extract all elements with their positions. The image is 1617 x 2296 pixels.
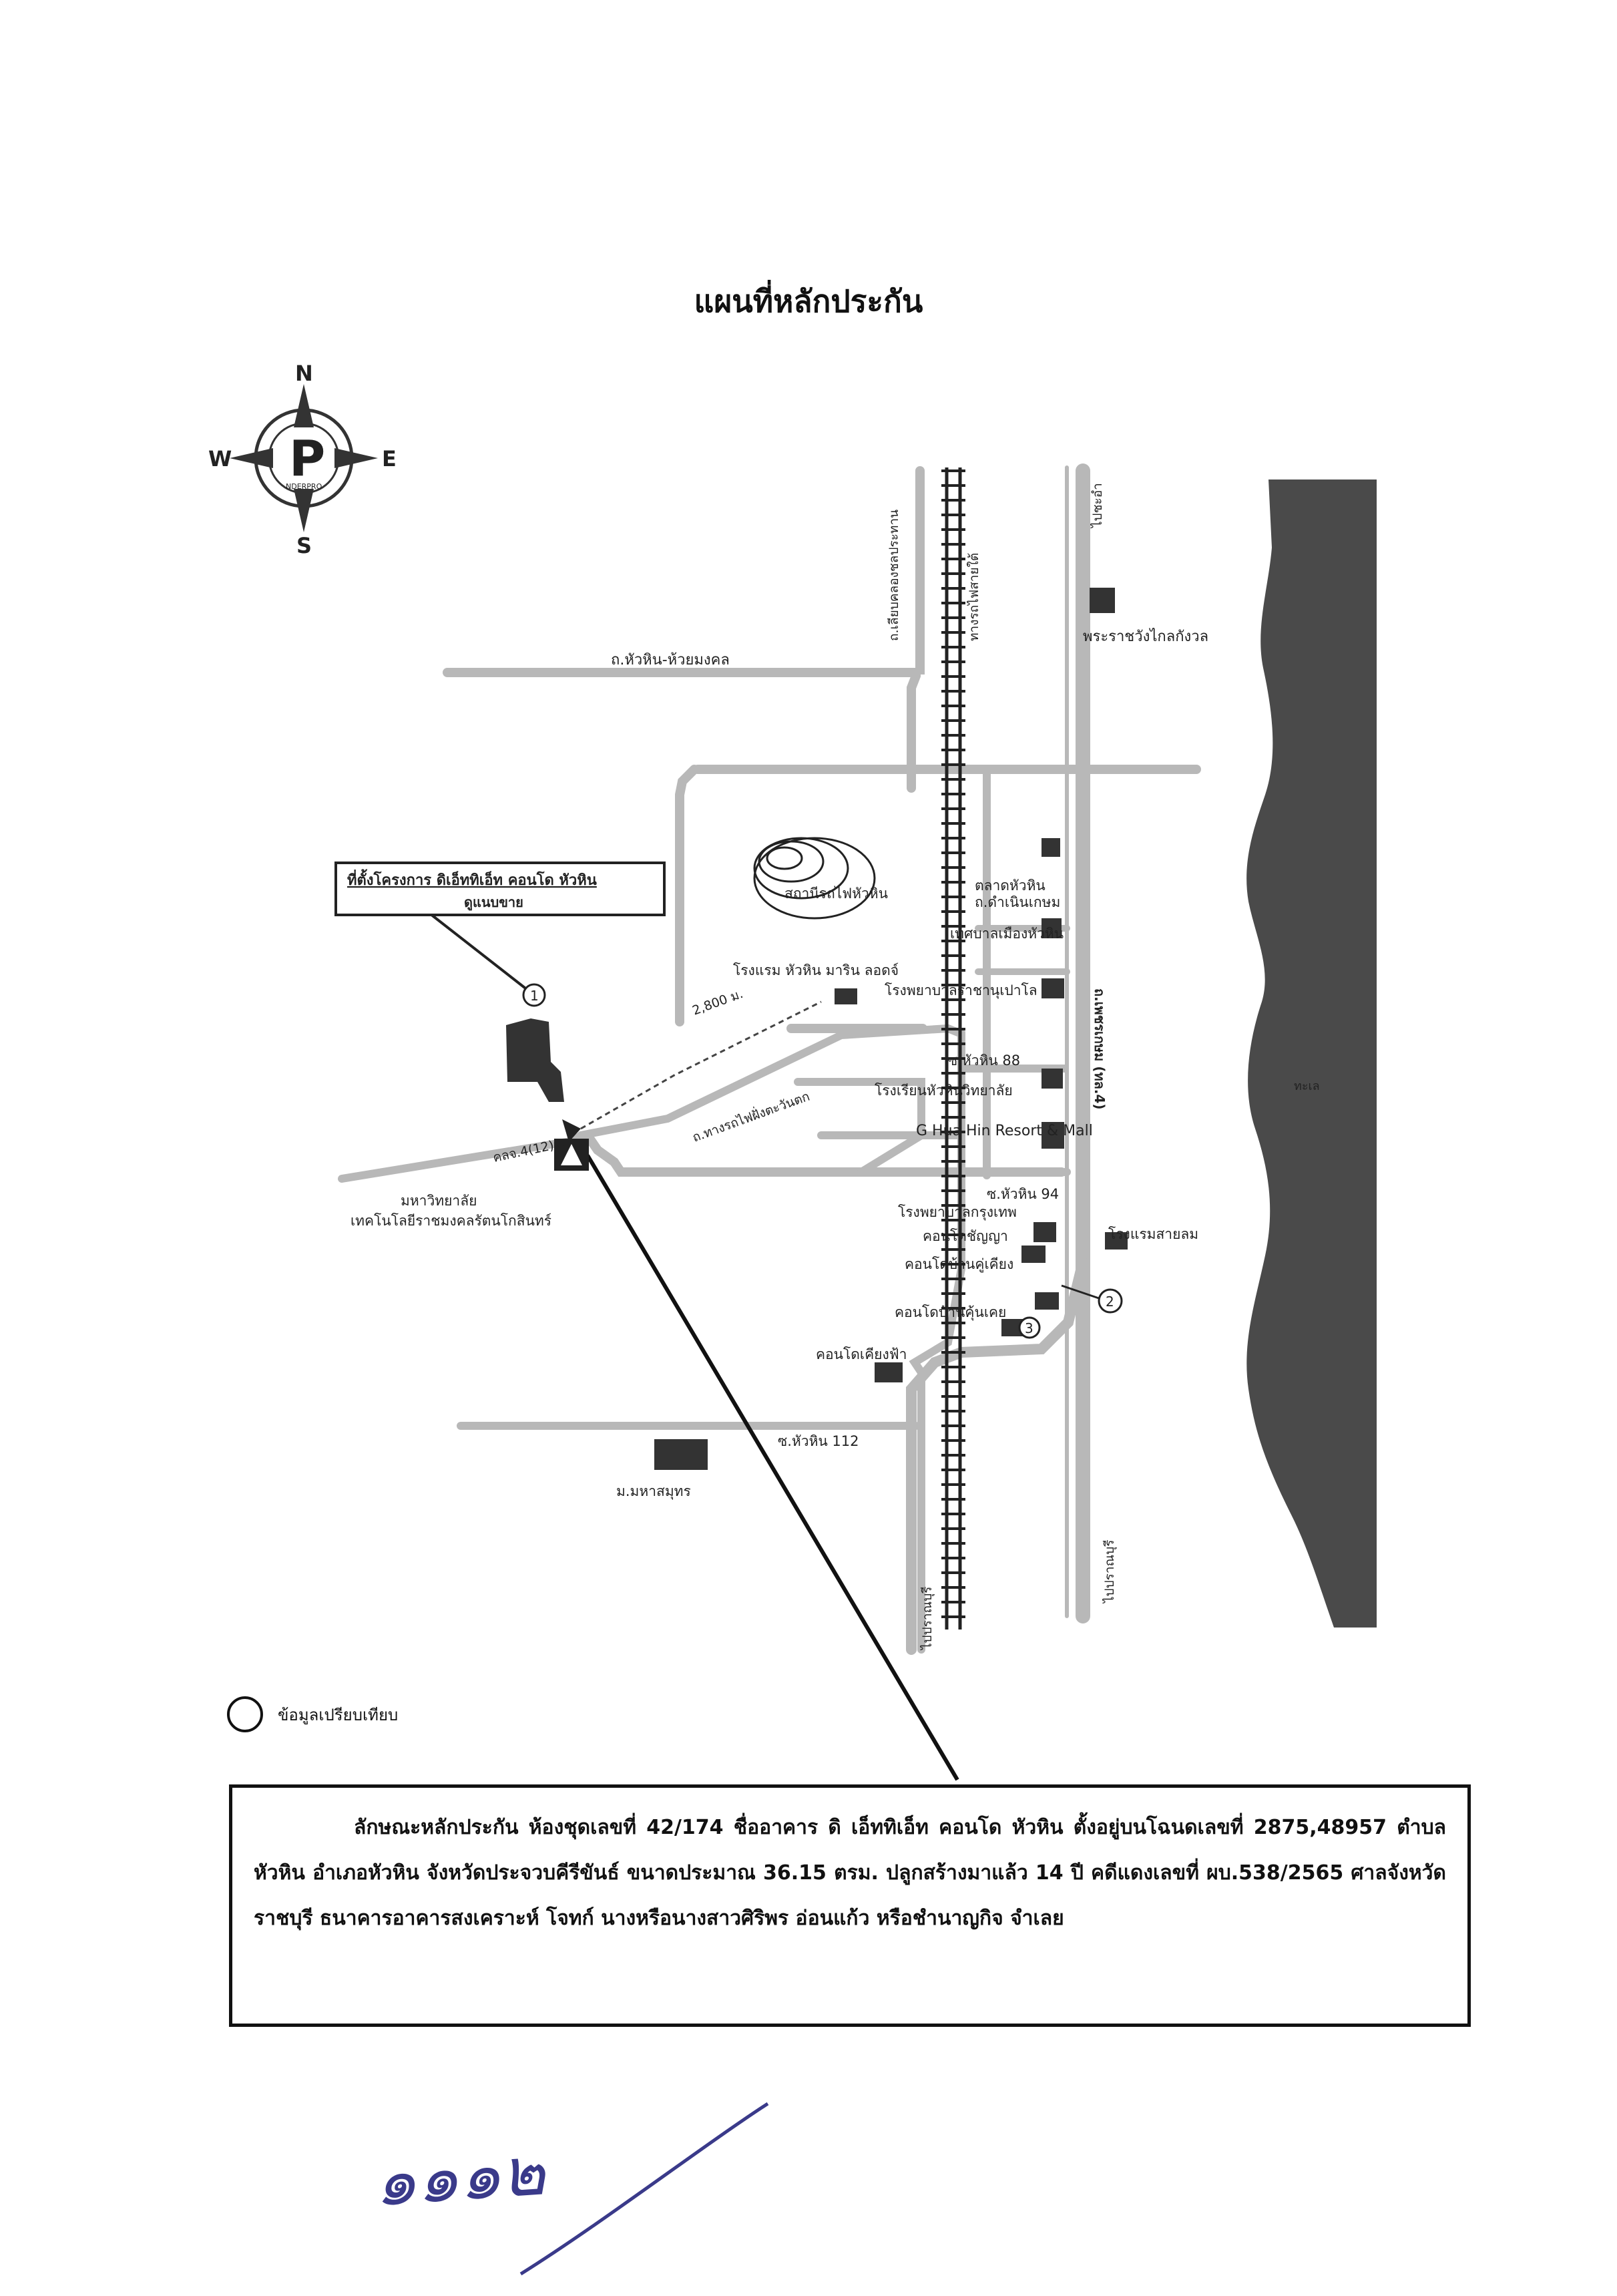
- label-phetkasem: ถ.เพชรเกษม (ทล.4): [1092, 988, 1108, 1110]
- label-to-cha-am: ไปชะอำ: [1090, 483, 1105, 529]
- project-site-marker: [506, 1018, 564, 1102]
- school-icon: [1042, 1069, 1063, 1089]
- label-condo-khun-khoei: คอนโดบ้านคุ้นเคย: [895, 1304, 1006, 1321]
- label-soi-88: ซ.หัวหิน 88: [948, 1053, 1020, 1069]
- marker-1-label: 1: [530, 988, 539, 1004]
- marker-1-circle: [522, 983, 546, 1007]
- university-icon: [554, 1139, 589, 1171]
- mall-icon: [1042, 1122, 1064, 1149]
- label-marin-lodge: โรงแรม หัวหิน มาริน ลอดจ์: [733, 962, 899, 978]
- mahasamut-icon: [654, 1439, 708, 1470]
- label-bkk-hospital: โรงพยาบาลกรุงเทพ: [898, 1204, 1017, 1221]
- building-icons: [654, 588, 1128, 1470]
- compass-west: W: [208, 446, 232, 471]
- label-condo-khu-khiang: คอนโดบ้านคู่เคียง: [905, 1256, 1013, 1273]
- label-palace: พระราชวังไกลกังวล: [1083, 628, 1208, 645]
- marker-2-leader: [1061, 1284, 1100, 1300]
- compass-rose: P NDERPRO N S W E: [208, 361, 397, 558]
- municipality-icon: [1042, 918, 1062, 938]
- legend: ข้อมูลเปรียบเทียบ: [227, 1696, 398, 1732]
- label-to-pranburi-right: ไปปราณบุรี: [1102, 1540, 1118, 1604]
- label-railway-south: ทางรถไฟสายใต้: [967, 553, 981, 641]
- callout-subtitle: ดูแนบขาย: [464, 894, 523, 912]
- sailom-icon: [1105, 1232, 1128, 1250]
- marker-2-circle: [1098, 1288, 1123, 1314]
- hill-contours: [753, 837, 876, 920]
- label-station: สถานีรถไฟหัวหิน: [784, 886, 888, 902]
- sea-label: ทะเล: [1294, 1079, 1320, 1093]
- label-soi-94: ซ.หัวหิน 94: [987, 1186, 1059, 1202]
- compass-logo-initial: P: [289, 430, 325, 488]
- label-university-2: เทคโนโลยีราชมงคลรัตนโกสินทร์: [351, 1213, 551, 1229]
- marker-3-circle: [1018, 1316, 1041, 1339]
- marker-3-label: 3: [1025, 1320, 1033, 1336]
- label-university-1: มหาวิทยาลัย: [401, 1193, 477, 1209]
- market-icon: [1042, 838, 1060, 857]
- hospital-bkk-icon: [1033, 1222, 1056, 1242]
- label-mall: G Hua Hin Resort & Mall: [916, 1123, 1093, 1139]
- label-municipality: เทศบาลเมืองหัวหิน: [950, 926, 1064, 942]
- label-sailom: โรงแรมสายลม: [1108, 1226, 1198, 1242]
- legend-text: ข้อมูลเปรียบเทียบ: [278, 1705, 399, 1724]
- arrow-head-icon: [562, 1119, 581, 1142]
- label-damnoen-kasem: ถ.ดำเนินเกษม: [975, 894, 1060, 910]
- callout-title: ที่ตั้งโครงการ ดิเอ็ททิเอ็ท คอนโด หัวหิน: [347, 869, 597, 889]
- collateral-info-box: ลักษณะหลักประกัน ห้องชุดเลขที่ 42/174 ชื…: [229, 1784, 1471, 2027]
- compass-logo-text: NDERPRO: [286, 482, 322, 491]
- label-condo-khiang-fa: คอนโดเคียงฟ้า: [816, 1346, 907, 1362]
- distance-path: [580, 1000, 822, 1130]
- compass-north: N: [295, 361, 313, 386]
- label-mahasamut: ม.มหาสมุทร: [616, 1483, 691, 1500]
- railway-ties: [941, 469, 965, 1618]
- label-condo-chanya: คอนโดชัญญา: [923, 1228, 1008, 1244]
- condo-khiangfa-icon: [875, 1362, 903, 1382]
- compass-icon: [230, 384, 378, 532]
- legend-circle-icon: [227, 1696, 263, 1732]
- label-road-huahin-huaimongkol: ถ.หัวหิน-ห้วยมงคล: [611, 652, 730, 668]
- label-hospital: โรงพยาบาลราชานุเปาโล: [885, 982, 1037, 999]
- collateral-description: ลักษณะหลักประกัน ห้องชุดเลขที่ 42/174 ชื…: [254, 1816, 1446, 1930]
- hospital-icon: [1042, 978, 1064, 998]
- map-labels: ถ.หัวหิน-ห้วยมงคล ถ.เลียบคลองชลประทาน ทา…: [351, 483, 1208, 1651]
- project-callout: ที่ตั้งโครงการ ดิเอ็ททิเอ็ท คอนโด หัวหิน…: [334, 862, 666, 916]
- compass-east: E: [382, 446, 397, 471]
- sea-area: [1246, 480, 1377, 1628]
- label-market: ตลาดหัวหิน: [975, 878, 1046, 894]
- hotel-marin-icon: [835, 988, 857, 1004]
- callout-leader-line: [426, 910, 535, 996]
- pointer-arrow: [586, 1154, 959, 1781]
- condo-chanya-icon: [1021, 1246, 1046, 1263]
- marker-2-label: 2: [1106, 1294, 1114, 1310]
- condo-khukhiang-icon: [1035, 1292, 1059, 1310]
- label-soi-112: ซ.หัวหิน 112: [778, 1433, 859, 1449]
- label-to-pranburi-left: ไปปราณบุรี: [920, 1587, 935, 1651]
- label-school: โรงเรียนหัวหินวิทยาลัย: [875, 1083, 1013, 1099]
- page-title: แผนที่หลักประกัน: [694, 283, 923, 319]
- compass-south: S: [296, 533, 312, 558]
- palace-icon: [1090, 588, 1115, 613]
- label-road-liap-khlong: ถ.เลียบคลองชลประทาน: [887, 510, 901, 641]
